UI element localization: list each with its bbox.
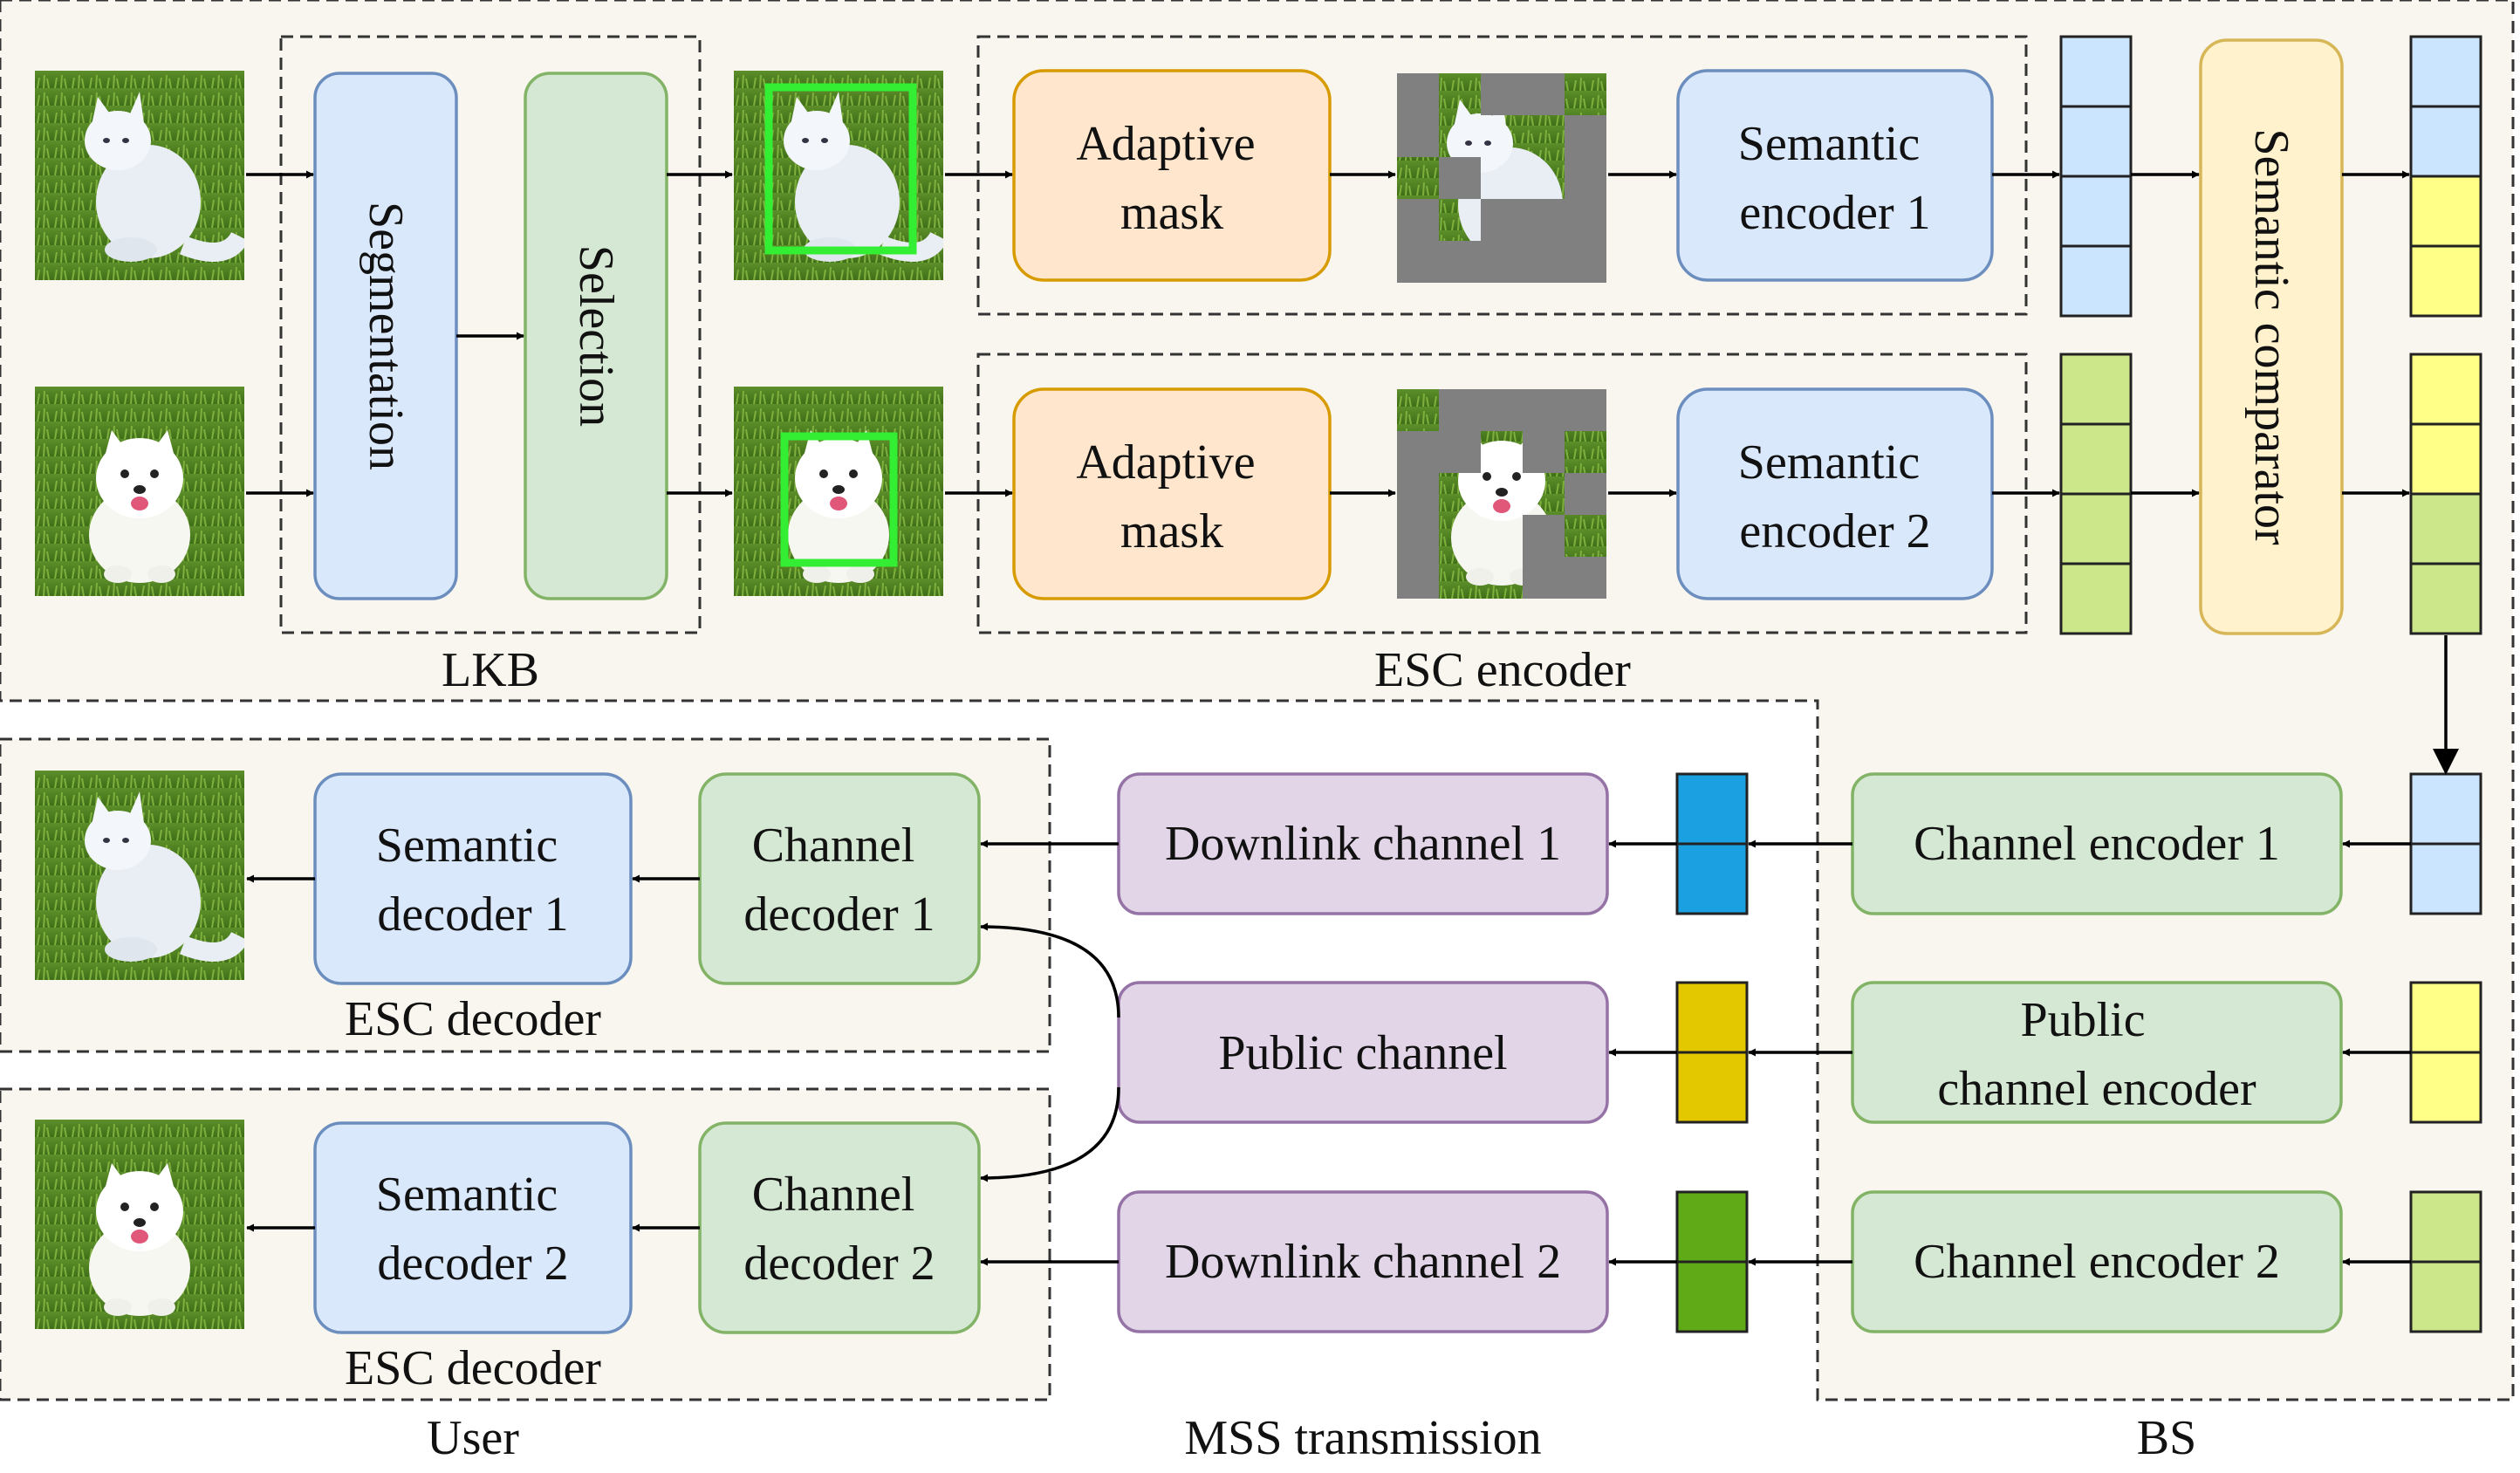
downlink-channel-1-label: Downlink channel 1 bbox=[1165, 817, 1561, 871]
lkb-label: LKB bbox=[442, 643, 539, 697]
cat-bounding-box bbox=[764, 83, 917, 255]
mss-transmission-label: MSS transmission bbox=[1184, 1411, 1541, 1465]
semantic-decoder-1 bbox=[313, 772, 633, 985]
segmentation-label: Segmentation bbox=[359, 202, 413, 470]
esc-encoder-branch-2 bbox=[976, 353, 2028, 634]
comparator-output-1 bbox=[2409, 35, 2482, 318]
semantic-encoder-1-label: Semantic encoder 1 bbox=[1738, 117, 1932, 240]
public-feature bbox=[2409, 981, 2482, 1124]
comparator-output-2 bbox=[2409, 353, 2482, 635]
input-dog-image bbox=[35, 387, 244, 596]
bs-label: BS bbox=[2137, 1411, 2197, 1465]
selection-block bbox=[524, 72, 668, 600]
channel-encoder-1-label: Channel encoder 1 bbox=[1914, 817, 2280, 871]
input-cat-image bbox=[35, 71, 244, 280]
public-channel bbox=[1117, 981, 1609, 1124]
esc-decoder-label-1: ESC decoder bbox=[345, 992, 601, 1046]
lkb-region bbox=[279, 35, 702, 634]
public-channel-label: Public channel bbox=[1218, 1026, 1507, 1080]
masked-cat-image bbox=[1397, 73, 1606, 283]
adaptive-mask-1-label: Adaptive mask bbox=[1076, 117, 1267, 240]
semantic-encoder-2 bbox=[1676, 387, 1994, 600]
reconstructed-dog-image bbox=[35, 1120, 244, 1329]
channel-decoder-2-label: Channel decoder 2 bbox=[743, 1168, 935, 1291]
adaptive-mask-2 bbox=[1012, 387, 1332, 600]
semantic-encoder-1 bbox=[1676, 69, 1994, 282]
semantic-comparator bbox=[2199, 38, 2344, 635]
esc-decoder-label-2: ESC decoder bbox=[345, 1341, 601, 1395]
feature-vector-2 bbox=[2059, 353, 2133, 635]
downlink-2-signal bbox=[1675, 1190, 1749, 1333]
selection-label: Selection bbox=[569, 245, 623, 427]
semantic-decoder-2 bbox=[313, 1121, 633, 1334]
esc-encoder-branch-1 bbox=[976, 35, 2028, 316]
channel-decoder-2 bbox=[698, 1121, 981, 1334]
semantic-comparator-label: Semantic comparator bbox=[2244, 128, 2298, 545]
private-feature-1 bbox=[2409, 772, 2482, 915]
downlink-1-signal bbox=[1675, 772, 1749, 915]
channel-encoder-2-label: Channel encoder 2 bbox=[1914, 1235, 2280, 1289]
channel-decoder-1-label: Channel decoder 1 bbox=[743, 819, 935, 942]
channel-decoder-1 bbox=[698, 772, 981, 985]
user-label: User bbox=[427, 1411, 519, 1465]
dog-bounding-box bbox=[780, 432, 898, 567]
adaptive-mask-1 bbox=[1012, 69, 1332, 282]
adaptive-mask-2-label: Adaptive mask bbox=[1076, 435, 1267, 558]
private-feature-2 bbox=[2409, 1190, 2482, 1333]
semantic-encoder-2-label: Semantic encoder 2 bbox=[1738, 435, 1932, 558]
masked-dog-image bbox=[1397, 389, 1606, 599]
reconstructed-cat-image bbox=[35, 771, 244, 980]
downlink-channel-2-label: Downlink channel 2 bbox=[1165, 1235, 1561, 1289]
connector-arrows bbox=[246, 170, 2459, 1266]
semantic-decoder-2-label: Semantic decoder 2 bbox=[376, 1168, 570, 1291]
public-signal bbox=[1675, 981, 1749, 1124]
esc-encoder-label: ESC encoder bbox=[1374, 643, 1631, 697]
public-channel-encoder-label: Public channel encoder bbox=[1937, 993, 2256, 1116]
feature-vector-1 bbox=[2059, 35, 2133, 318]
semantic-decoder-1-label: Semantic decoder 1 bbox=[376, 819, 570, 942]
